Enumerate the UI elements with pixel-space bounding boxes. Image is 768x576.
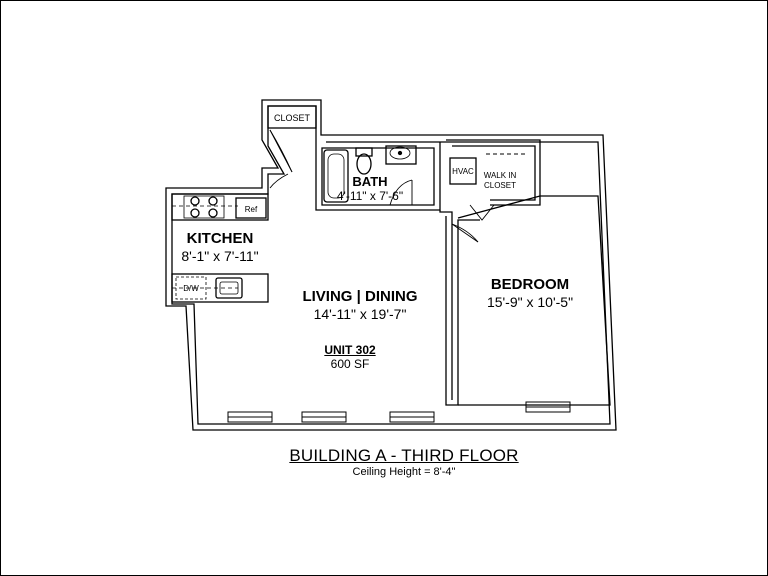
unit-area: 600 SF	[330, 357, 370, 371]
bath-label: BATH	[352, 174, 388, 189]
walk-in-closet-label-line2: CLOSET	[483, 181, 516, 190]
hvac-box	[449, 157, 477, 185]
refrigerator-label: Ref	[244, 205, 258, 214]
kitchen-counter-top	[171, 193, 269, 221]
dishwasher	[175, 276, 207, 300]
dishwasher-label: D/W	[183, 284, 199, 293]
bath-dimensions: 4'-11" x 7'-6"	[336, 189, 404, 203]
living-dining-dimensions: 14'-11" x 19'-7"	[313, 306, 407, 322]
living-dining-label: LIVING | DINING	[302, 288, 418, 305]
walk-in-closet-wall	[446, 139, 541, 206]
bedroom-wall	[457, 195, 611, 406]
corridor-wall-inner	[445, 216, 480, 406]
bathtub	[323, 149, 349, 203]
windows	[227, 401, 571, 423]
closet-box	[267, 105, 317, 129]
walk-in-closet-wall-inner	[452, 145, 536, 201]
stove-icon	[183, 195, 225, 219]
refrigerator	[235, 197, 267, 219]
outer-wall-inner	[171, 105, 611, 425]
bedroom-dimensions: 15'-9" x 10'-5"	[486, 294, 574, 310]
bath-vanity	[385, 145, 417, 165]
bath-door-swing	[389, 179, 413, 206]
bedroom-label: BEDROOM	[490, 276, 570, 293]
toilet-bowl	[356, 153, 372, 175]
unit-number: UNIT 302	[324, 343, 376, 357]
bath-wall-inner	[321, 147, 435, 206]
corridor-wall	[439, 210, 453, 400]
kitchen-dimensions: 8'-1" x 7'-11"	[181, 248, 259, 264]
floor-title: BUILDING A - THIRD FLOOR	[289, 446, 519, 465]
kitchen-sink	[215, 277, 243, 299]
kitchen-label: KITCHEN	[186, 230, 254, 247]
toilet-tank	[355, 147, 373, 157]
outer-wall	[165, 99, 617, 431]
hvac-label: HVAC	[452, 167, 474, 176]
bath-wall	[315, 142, 441, 211]
closet-label: CLOSET	[273, 113, 310, 123]
walk-in-closet-label-line1: WALK IN	[483, 171, 517, 180]
ceiling-height: Ceiling Height = 8'-4"	[352, 466, 456, 478]
entry-door-swing	[269, 173, 289, 189]
walk-in-closet-door	[469, 204, 495, 221]
bedroom-door-swing	[451, 223, 479, 243]
